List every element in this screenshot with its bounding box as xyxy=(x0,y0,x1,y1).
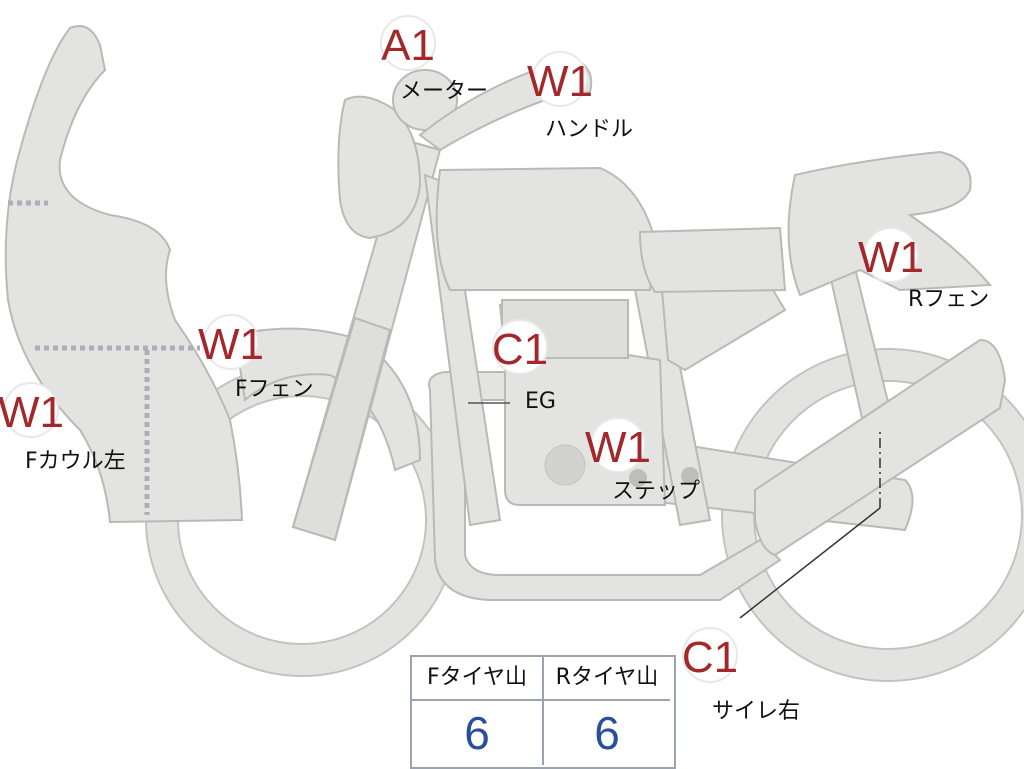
marker-code: W1 xyxy=(858,233,924,282)
table-divider xyxy=(412,699,670,701)
front-tread-header: Fタイヤ山 xyxy=(412,657,542,699)
marker-label: Fフェン xyxy=(235,377,314,402)
marker-code: C1 xyxy=(682,633,738,682)
marker-label: ステップ xyxy=(612,479,700,504)
marker-label: サイレ右 xyxy=(712,699,800,724)
front-cowl xyxy=(6,26,242,522)
marker-label: EG xyxy=(525,389,556,414)
marker-code: W1 xyxy=(585,423,651,472)
marker-code: A1 xyxy=(381,21,435,70)
marker-label: メーター xyxy=(400,79,488,104)
rear-shock xyxy=(830,268,890,418)
marker-code: W1 xyxy=(0,388,64,437)
rear-tread-header: Rタイヤ山 xyxy=(544,657,670,699)
marker-label: ハンドル xyxy=(545,117,633,142)
fuel-tank xyxy=(437,168,655,290)
seat xyxy=(640,228,785,292)
rear-tread-value: 6 xyxy=(544,701,670,765)
marker-label: Rフェン xyxy=(908,287,989,312)
front-tread-value: 6 xyxy=(412,701,542,765)
marker-code: W1 xyxy=(527,57,593,106)
tire-tread-table: Fタイヤ山 Rタイヤ山 6 6 xyxy=(410,655,676,769)
engine-cover xyxy=(545,445,585,485)
marker-code: W1 xyxy=(198,320,264,369)
table-divider xyxy=(542,657,544,765)
marker-code: C1 xyxy=(492,325,548,374)
side-cover xyxy=(662,285,785,370)
marker-label: Fカウル左 xyxy=(25,449,126,474)
marker-handle: W1 ハンドル xyxy=(527,52,633,142)
